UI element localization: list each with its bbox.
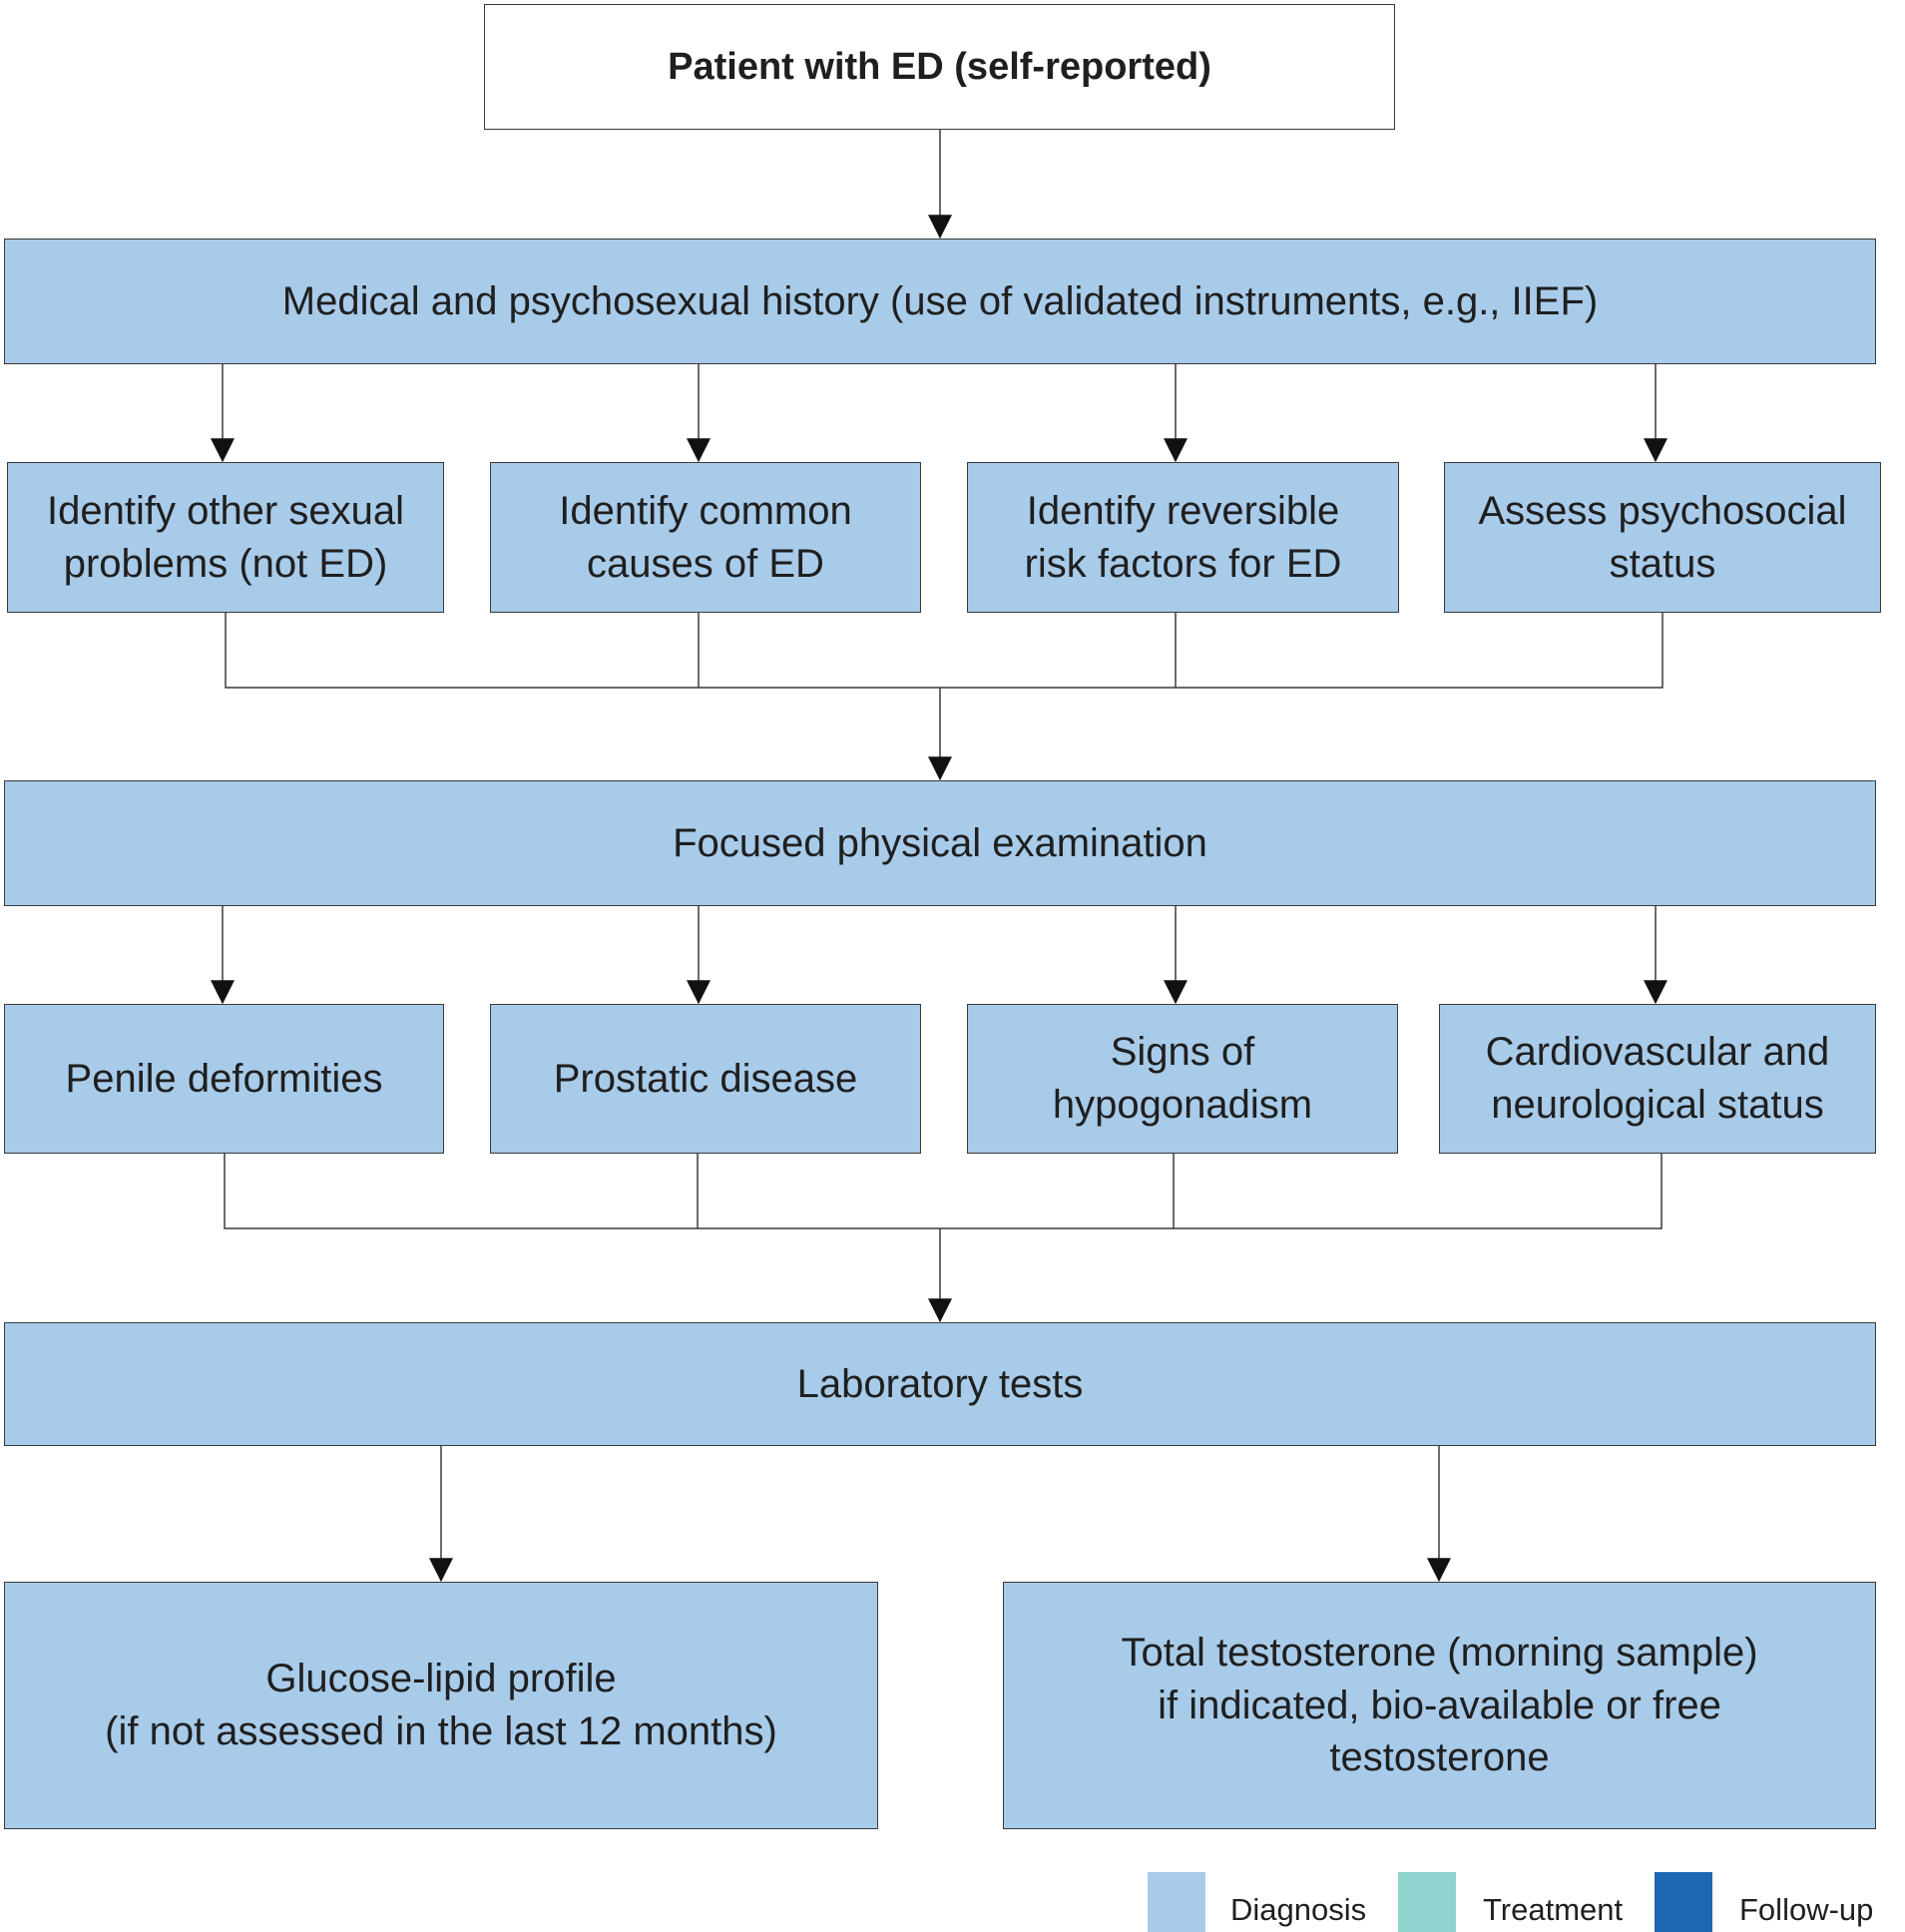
exam-step-label: Cardiovascular and neurological status [1485, 1030, 1830, 1127]
exam-step-hypogonadism: Signs of hypogonadism [967, 1004, 1398, 1154]
merge-exam-steps [224, 1154, 1663, 1229]
history-step-common-causes: Identify common causes of ED [490, 462, 921, 613]
history-step-label: Identify reversible risk factors for ED [1024, 488, 1342, 586]
exam-step-label: Prostatic disease [553, 1056, 858, 1101]
history-step-other-problems: Identify other sexual problems (not ED) [7, 462, 444, 613]
exam-step-penile: Penile deformities [4, 1004, 444, 1154]
legend-label-follow-up: Follow-up [1739, 1892, 1874, 1927]
legend-swatch-treatment [1398, 1872, 1456, 1932]
start-label: Patient with ED (self-reported) [668, 45, 1211, 88]
exam-box: Focused physical examination [4, 780, 1876, 906]
history-step-label: Identify common causes of ED [559, 488, 852, 586]
history-step-risk-factors: Identify reversible risk factors for ED [967, 462, 1399, 613]
legend-label-treatment: Treatment [1483, 1892, 1624, 1927]
lab-step-label: Total testosterone (morning sample) if i… [1121, 1630, 1758, 1780]
legend-swatch-diagnosis [1148, 1872, 1205, 1932]
exam-step-label: Signs of hypogonadism [1052, 1030, 1313, 1127]
lab-step-testosterone: Total testosterone (morning sample) if i… [1003, 1582, 1876, 1829]
history-step-label: Identify other sexual problems (not ED) [47, 488, 404, 586]
history-label: Medical and psychosexual history (use of… [281, 278, 1599, 323]
legend-label-diagnosis: Diagnosis [1230, 1892, 1367, 1927]
history-step-label: Assess psychosocial status [1478, 488, 1847, 586]
exam-step-cardiovascular: Cardiovascular and neurological status [1439, 1004, 1876, 1154]
exam-step-prostatic: Prostatic disease [490, 1004, 921, 1154]
labs-box: Laboratory tests [4, 1322, 1876, 1446]
merge-history-steps [225, 613, 1664, 689]
start-box: Patient with ED (self-reported) [484, 4, 1395, 130]
exam-step-label: Penile deformities [65, 1056, 383, 1101]
legend-swatch-follow-up [1655, 1872, 1712, 1932]
labs-label: Laboratory tests [796, 1361, 1084, 1406]
lab-step-label: Glucose-lipid profile (if not assessed i… [105, 1657, 777, 1753]
exam-label: Focused physical examination [673, 820, 1207, 865]
lab-step-glucose-lipid: Glucose-lipid profile (if not assessed i… [4, 1582, 878, 1829]
history-step-psychosocial: Assess psychosocial status [1444, 462, 1881, 613]
history-box: Medical and psychosexual history (use of… [4, 239, 1876, 364]
